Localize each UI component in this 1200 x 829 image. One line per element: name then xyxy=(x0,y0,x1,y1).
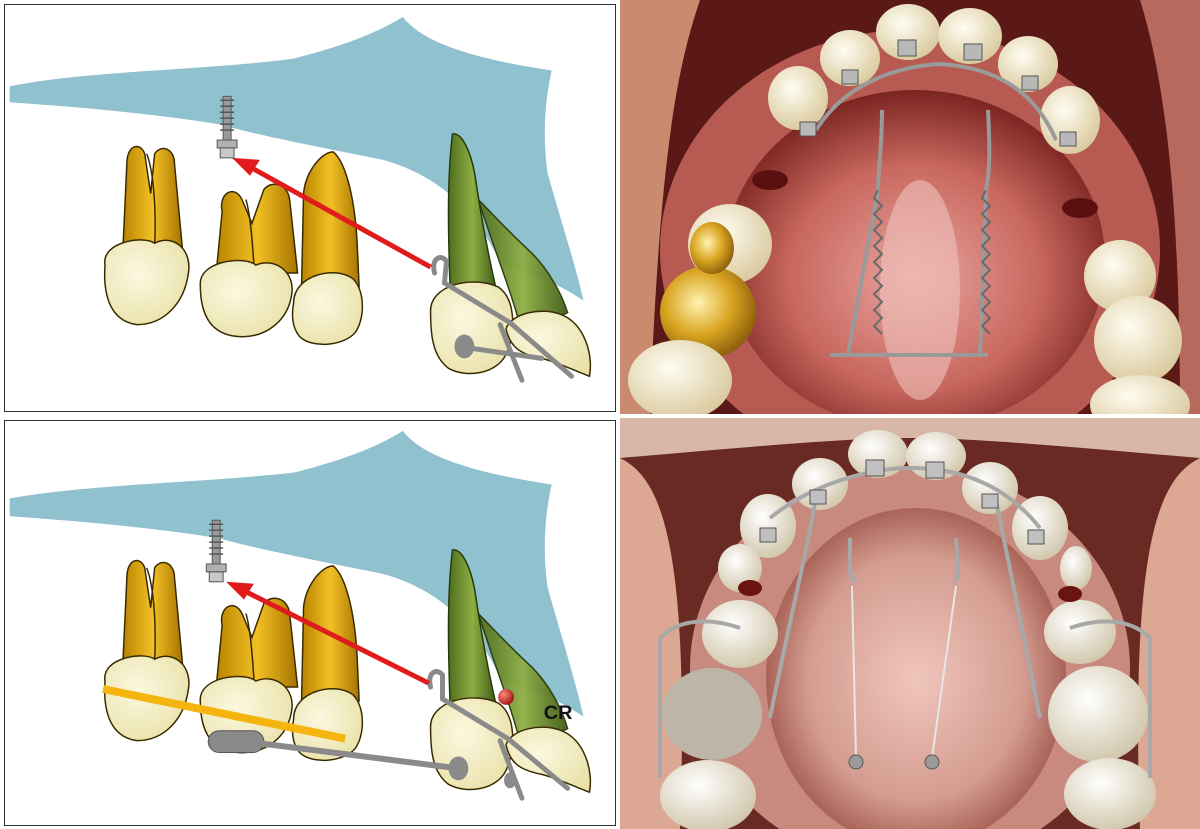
intraoral-photo-top xyxy=(620,0,1200,414)
diagram-panel-top xyxy=(4,4,616,412)
center-of-resistance-marker xyxy=(498,689,514,705)
maxillary-occlusal-photo-icon xyxy=(620,0,1200,414)
retraction-wire xyxy=(431,255,575,383)
coil-spring-icon xyxy=(980,189,992,335)
coil-spring-icon xyxy=(872,189,884,335)
orthodontic-appliance xyxy=(814,61,1058,357)
elastic-thread xyxy=(931,585,957,759)
retraction-force-arrow xyxy=(232,157,432,270)
premolar-3 xyxy=(291,151,364,346)
posterior-teeth xyxy=(628,204,1190,414)
bracket-icon xyxy=(759,459,1045,545)
mini-implant-icon xyxy=(216,95,238,159)
retraction-wire xyxy=(207,669,571,801)
bracket xyxy=(448,756,469,781)
center-of-resistance-label: CR xyxy=(544,702,573,724)
mini-implant-icon xyxy=(848,754,864,770)
premolar-1 xyxy=(103,559,190,742)
retraction-force-arrow xyxy=(226,581,430,686)
premolar-2 xyxy=(199,183,299,338)
occlusal-plane-line xyxy=(102,685,347,743)
alveolar-bone xyxy=(9,16,584,301)
mini-implant-icon xyxy=(205,519,227,583)
maxillary-occlusal-photo-icon xyxy=(620,418,1200,829)
extraction-site xyxy=(1062,198,1098,218)
orthodontic-appliance xyxy=(658,465,1152,778)
extraction-site xyxy=(738,580,762,596)
premolar-1 xyxy=(103,145,190,326)
retraction-diagram-bottom: CR xyxy=(9,430,592,801)
extraction-site xyxy=(1058,586,1082,602)
posterior-teeth xyxy=(660,600,1156,829)
bracket xyxy=(454,334,475,359)
mini-implant-icon xyxy=(924,754,940,770)
bracket xyxy=(504,772,516,789)
bracket-icon xyxy=(799,39,1077,147)
extraction-site xyxy=(752,170,788,190)
diagram-panel-bottom: CR xyxy=(4,420,616,826)
retraction-diagram-top xyxy=(9,16,592,383)
elastic-thread xyxy=(851,585,857,759)
intraoral-photo-bottom xyxy=(620,418,1200,829)
alveolar-bone xyxy=(9,430,584,717)
